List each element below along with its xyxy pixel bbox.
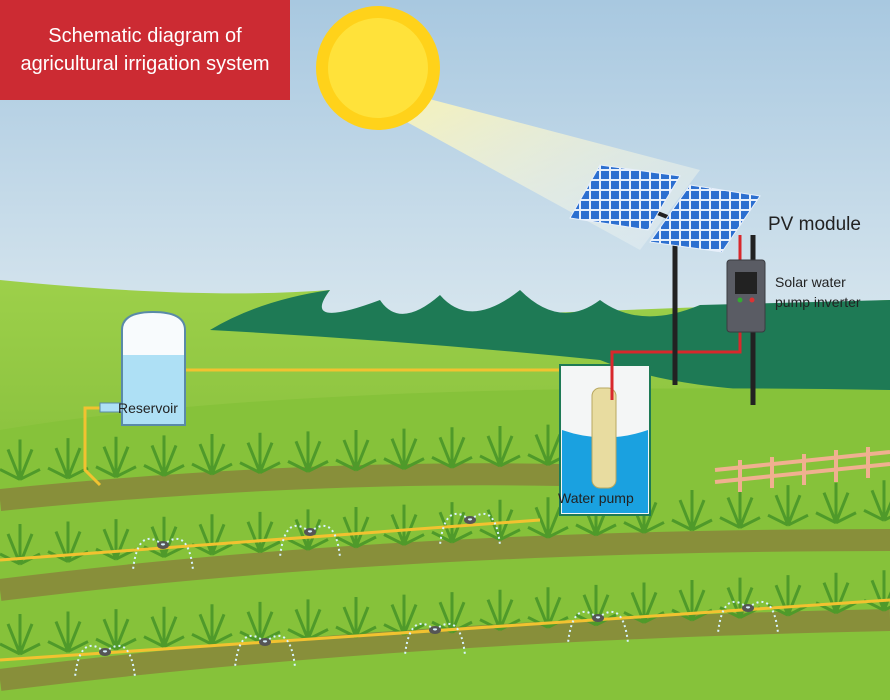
- rice-plant: [815, 482, 857, 525]
- sun-icon: [316, 6, 440, 130]
- rice-plant: [623, 582, 665, 624]
- rice-plant: [383, 428, 425, 470]
- rice-plant: [0, 523, 41, 566]
- inverter-label-line-1: Solar water: [775, 274, 846, 290]
- rice-plant: [671, 490, 713, 532]
- water-spray: [717, 600, 779, 634]
- rice-plant: [335, 430, 377, 472]
- water-spray: [439, 512, 501, 546]
- rice-plant: [335, 597, 377, 639]
- rice-plant: [431, 592, 473, 634]
- water-spray: [404, 622, 466, 656]
- rice-plant: [191, 514, 233, 556]
- water-spray: [74, 644, 136, 678]
- rice-plant: [527, 424, 569, 466]
- crop-rows: [0, 463, 890, 691]
- title-line-2: agricultural irrigation system: [20, 53, 270, 75]
- rice-plant: [287, 431, 329, 473]
- rice-plant: [239, 511, 281, 554]
- rice-plant: [479, 425, 521, 468]
- rice-plant: [863, 570, 890, 612]
- rice-plant: [143, 606, 185, 649]
- rice-plant: [0, 439, 41, 481]
- rice-plant: [239, 601, 281, 644]
- title-line-1: Schematic diagram of: [48, 25, 242, 47]
- rice-plant: [95, 436, 137, 479]
- rice-plant: [95, 519, 137, 561]
- water-well: [559, 330, 742, 516]
- water-spray: [132, 537, 194, 571]
- rice-plant: [191, 604, 233, 646]
- rice-plant: [479, 589, 521, 632]
- rice-plant: [767, 575, 809, 617]
- rice-plant: [143, 435, 185, 477]
- rice-plant: [95, 609, 137, 651]
- water-spray: [279, 524, 341, 558]
- sprinklers: [74, 512, 779, 678]
- rice-plant: [431, 427, 473, 469]
- pump-icon: [591, 387, 617, 489]
- rice-plant: [191, 434, 233, 476]
- rice-plant: [287, 599, 329, 641]
- rice-plant: [527, 587, 569, 629]
- reservoir-label: Reservoir: [118, 400, 178, 416]
- reservoir-tank: [99, 310, 186, 426]
- rice-plant: [383, 594, 425, 636]
- rice-plant: [671, 580, 713, 622]
- water-spray: [567, 610, 629, 644]
- rice-plant: [47, 521, 89, 563]
- title-box: Schematic diagram of agricultural irriga…: [0, 0, 290, 100]
- rice-plant: [527, 497, 569, 539]
- fence: [714, 447, 890, 492]
- inverter: [726, 259, 766, 333]
- rice-plant: [239, 432, 281, 475]
- water-spray: [234, 634, 296, 668]
- pv-module-label: PV module: [768, 214, 861, 235]
- treeline: [210, 290, 890, 392]
- pv-module: [569, 164, 761, 405]
- rice-plant: [0, 613, 41, 656]
- rice-plant: [719, 487, 761, 529]
- rice-plant: [863, 480, 890, 522]
- rice-plant: [47, 438, 89, 480]
- rice-plant: [815, 572, 857, 615]
- rice-plant: [767, 485, 809, 527]
- inverter-label: Solar water pump inverter: [775, 272, 861, 312]
- water-pump-label: Water pump: [558, 490, 634, 506]
- rice-plant: [47, 611, 89, 653]
- inverter-label-line-2: pump inverter: [775, 294, 861, 310]
- rice-plant: [575, 584, 617, 627]
